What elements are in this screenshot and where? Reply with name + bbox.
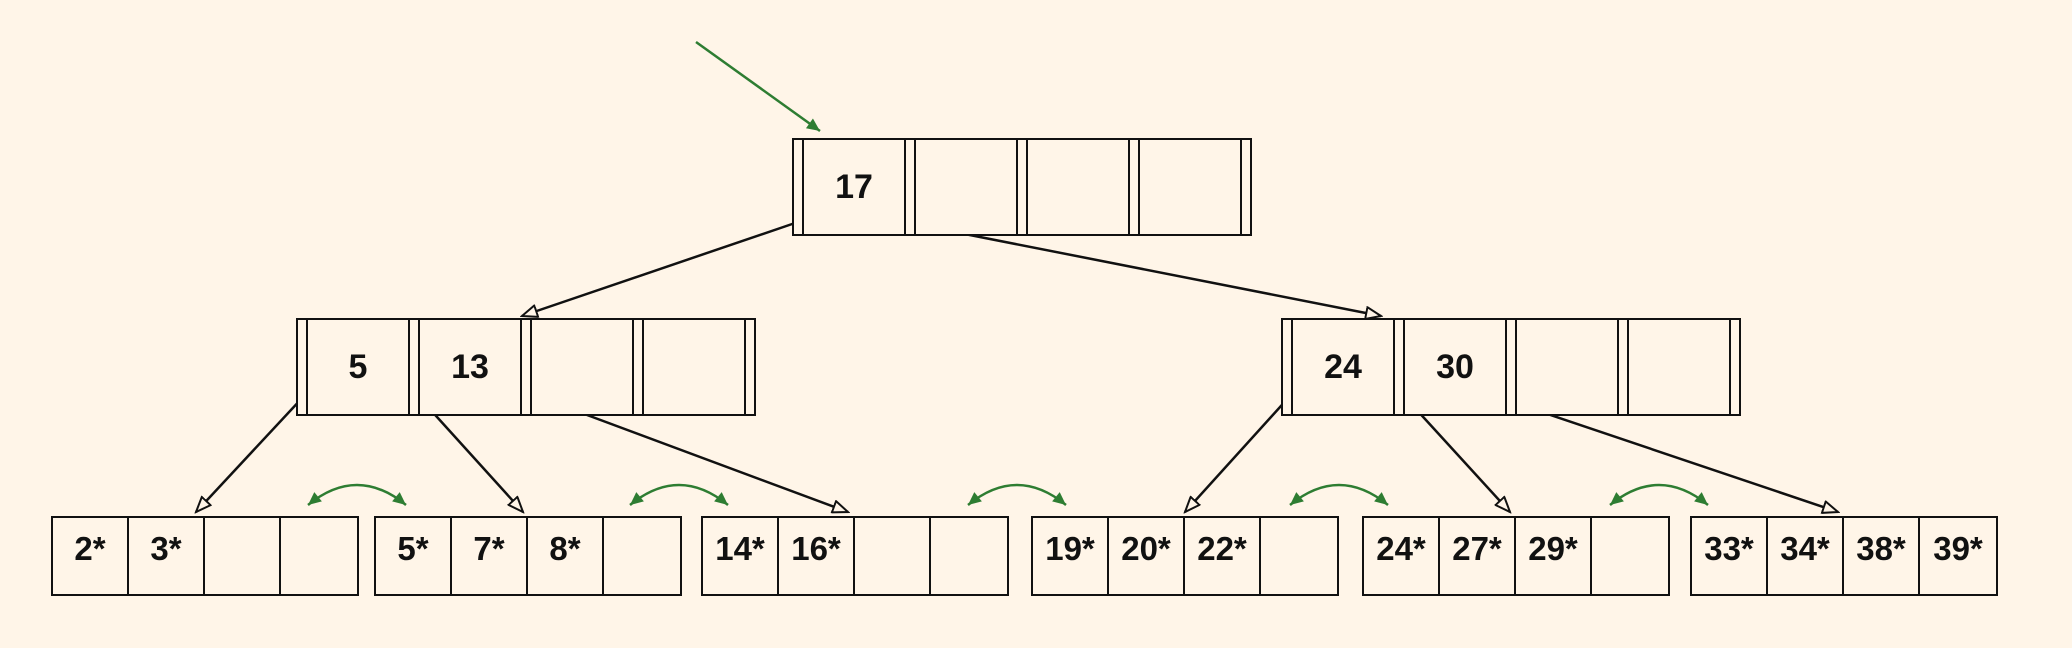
- leaf-entry: 16*: [779, 518, 855, 594]
- pointer-slot: [744, 318, 756, 416]
- leaf-entry: [1261, 518, 1337, 594]
- pointer-slot: [1240, 138, 1252, 236]
- pointer-slot: [1281, 318, 1293, 416]
- leaf-node-4: 19* 20* 22*: [1031, 516, 1339, 596]
- leaf-entry: [205, 518, 281, 594]
- key-cell: [916, 138, 1016, 236]
- internal-node-left: 5 13: [296, 318, 756, 416]
- pointer-slot: [408, 318, 420, 416]
- pointer-slot: [1016, 138, 1028, 236]
- key-cell: 5: [308, 318, 408, 416]
- root-pointer-arrow: [695, 40, 821, 133]
- pointer-slot: [1128, 138, 1140, 236]
- pointer-slot: [296, 318, 308, 416]
- child-pointer-arrow-8: [1517, 402, 1838, 512]
- leaf-entry: 20*: [1109, 518, 1185, 594]
- leaf-node-6: 33* 34* 38* 39*: [1690, 516, 1998, 596]
- child-pointer-arrow-3: [196, 395, 305, 512]
- key-cell: 30: [1405, 318, 1505, 416]
- leaf-node-1: 2* 3*: [51, 516, 359, 596]
- leaf-entry: 33*: [1692, 518, 1768, 594]
- root-node: 17: [792, 138, 1252, 236]
- internal-node-right: 24 30: [1281, 318, 1741, 416]
- leaf-entry: [281, 518, 357, 594]
- pointer-slot: [904, 138, 916, 236]
- key-cell: [532, 318, 632, 416]
- child-pointer-arrow-6: [1185, 395, 1291, 512]
- key-cell: 24: [1293, 318, 1393, 416]
- leaf-entry: 2*: [53, 518, 129, 594]
- leaf-entry: 19*: [1033, 518, 1109, 594]
- leaf-node-3: 14* 16*: [701, 516, 1009, 596]
- child-pointer-arrow-2: [913, 222, 1381, 316]
- leaf-entry: [931, 518, 1007, 594]
- pointer-slot: [792, 138, 804, 236]
- key-cell: [1028, 138, 1128, 236]
- pointer-slot: [1393, 318, 1405, 416]
- pointer-slot: [1617, 318, 1629, 416]
- leaf-node-5: 24* 27* 29*: [1362, 516, 1670, 596]
- child-pointer-arrow-1: [522, 220, 799, 316]
- leaf-node-2: 5* 7* 8*: [374, 516, 682, 596]
- leaf-entry: 22*: [1185, 518, 1261, 594]
- leaf-entry: 39*: [1933, 530, 1983, 567]
- leaf-entry: [855, 518, 931, 594]
- key-cell: [1140, 138, 1240, 236]
- leaf-entry: 24*: [1364, 518, 1440, 594]
- key-cell: [644, 318, 744, 416]
- key-cell: [1517, 318, 1617, 416]
- sibling-link-arrow-1: [307, 483, 407, 506]
- leaf-entry: [604, 518, 680, 594]
- sibling-link-arrow-4: [1289, 483, 1389, 506]
- leaf-entry: 3*: [129, 518, 205, 594]
- leaf-entry: 5*: [376, 518, 452, 594]
- leaf-entry: 27*: [1440, 518, 1516, 594]
- key-cell: 13: [420, 318, 520, 416]
- leaf-entry: 8*: [528, 518, 604, 594]
- pointer-slot: [1505, 318, 1517, 416]
- leaf-entry: 29*: [1516, 518, 1592, 594]
- sibling-link-arrow-5: [1609, 483, 1709, 506]
- leaf-entry: [1592, 518, 1668, 594]
- pointer-slot: [520, 318, 532, 416]
- sibling-link-arrow-2: [629, 483, 729, 506]
- leaf-entry: 38*: [1844, 518, 1920, 594]
- sibling-link-arrow-3: [967, 483, 1067, 506]
- leaf-entry: 14*: [703, 518, 779, 594]
- key-cell: 17: [804, 138, 904, 236]
- key-cell: [1629, 318, 1729, 416]
- pointer-slot: [632, 318, 644, 416]
- leaf-entry: 7*: [452, 518, 528, 594]
- pointer-slot: [1729, 318, 1741, 416]
- leaf-entry: 34*: [1768, 518, 1844, 594]
